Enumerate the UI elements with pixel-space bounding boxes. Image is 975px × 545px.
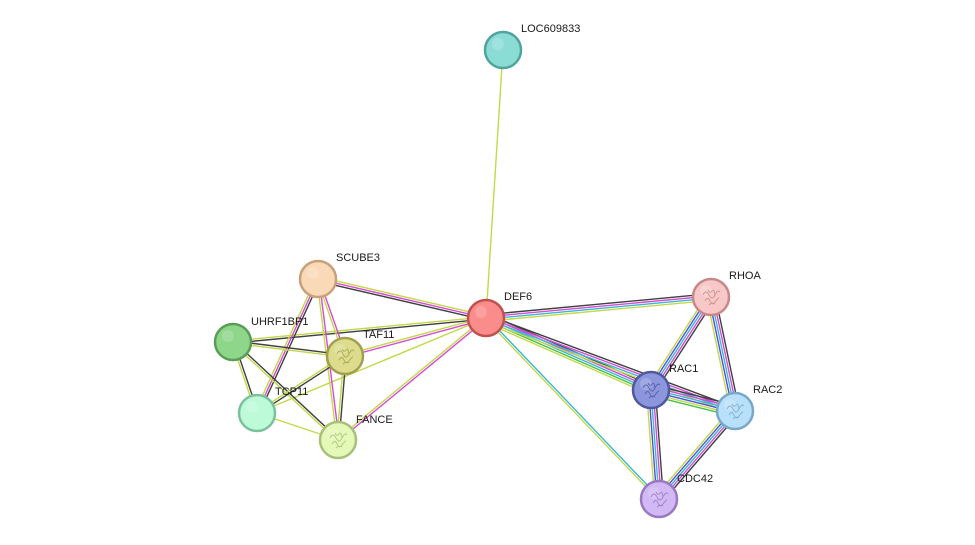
node-rac2[interactable] <box>715 391 755 431</box>
edge-def6-rhoa[interactable] <box>484 293 713 322</box>
edge-line-textmining <box>336 316 487 440</box>
node-highlight <box>700 285 712 297</box>
node-label-tcp11: TCP11 <box>275 386 308 398</box>
node-loc609833[interactable] <box>483 30 523 70</box>
edge-uhrf1bp1-fance[interactable] <box>231 340 340 442</box>
node-def6[interactable] <box>466 298 506 338</box>
node-uhrf1bp1[interactable] <box>213 322 253 362</box>
node-label-fance: FANCE <box>356 414 393 426</box>
edge-line-coexpression <box>714 295 741 411</box>
node-scube3[interactable] <box>298 259 338 299</box>
edge-line-textmining <box>654 407 733 497</box>
edge-def6-tcp11[interactable] <box>256 317 487 414</box>
node-cdc42[interactable] <box>639 479 679 519</box>
edge-line-experiments <box>712 295 738 412</box>
edge-line-experiments <box>256 278 319 414</box>
edge-def6-fance[interactable] <box>336 316 488 442</box>
node-highlight <box>307 267 319 279</box>
edge-line-homology <box>656 408 735 499</box>
nodes-layer <box>213 30 755 519</box>
node-label-loc609833: LOC609833 <box>521 23 580 35</box>
node-circle[interactable] <box>466 298 506 338</box>
edge-line-coexpression <box>258 279 321 415</box>
edge-line-experiments <box>337 318 488 442</box>
edge-line-coexpression <box>486 314 737 409</box>
node-label-scube3: SCUBE3 <box>336 252 380 264</box>
node-label-def6: DEF6 <box>504 291 532 303</box>
node-circle[interactable] <box>631 370 671 410</box>
node-circle[interactable] <box>237 393 277 433</box>
node-highlight <box>475 306 487 318</box>
node-fance[interactable] <box>318 420 358 460</box>
edge-line-databases <box>710 296 736 412</box>
labels-layer: DEF6 LOC609833SCUBE3UHRF1BP1TAF11TCP11FAN… <box>251 23 782 485</box>
node-highlight <box>327 428 339 440</box>
edge-line-coexpression <box>232 318 487 344</box>
node-label-cdc42: CDC42 <box>677 473 713 485</box>
node-circle[interactable] <box>715 391 755 431</box>
edge-line-databases <box>658 410 736 500</box>
edge-line-coexpression <box>661 413 740 503</box>
node-highlight <box>334 344 346 356</box>
node-highlight <box>648 487 660 499</box>
edge-def6-cdc42[interactable] <box>484 316 661 501</box>
node-label-uhrf1bp1: UHRF1BP1 <box>251 316 308 328</box>
node-highlight <box>724 399 736 411</box>
edge-line-coexpression <box>316 280 487 321</box>
node-highlight <box>222 330 234 342</box>
edge-line-textmining <box>256 317 487 414</box>
edge-line-textmining <box>344 316 487 356</box>
edge-line-experiments <box>659 411 738 502</box>
node-rac1[interactable] <box>631 370 671 410</box>
edge-rac2-cdc42[interactable] <box>654 407 740 503</box>
edge-scube3-tcp11[interactable] <box>254 277 321 415</box>
edge-def6-scube3[interactable] <box>316 276 488 321</box>
node-circle[interactable] <box>213 322 253 362</box>
node-taf11[interactable] <box>325 336 365 376</box>
edge-line-textmining <box>485 299 713 322</box>
edge-def6-loc609833[interactable] <box>485 49 504 319</box>
edge-line-homology <box>708 296 734 413</box>
edge-line-textmining <box>232 316 487 342</box>
node-tcp11[interactable] <box>237 393 277 433</box>
node-label-rac1: RAC1 <box>669 363 698 375</box>
node-circle[interactable] <box>298 259 338 299</box>
node-circle[interactable] <box>691 277 731 317</box>
node-circle[interactable] <box>318 420 358 460</box>
node-highlight <box>640 378 652 390</box>
node-highlight <box>492 38 504 50</box>
edge-line-experiments <box>485 295 712 318</box>
node-label-taf11: TAF11 <box>363 329 394 341</box>
edge-line-coexpression <box>484 293 712 316</box>
edge-rhoa-rac2[interactable] <box>705 295 741 413</box>
edge-line-databases <box>485 297 712 320</box>
node-rhoa[interactable] <box>691 277 731 317</box>
node-circle[interactable] <box>639 479 679 519</box>
node-label-rhoa: RHOA <box>729 270 761 282</box>
edge-def6-taf11[interactable] <box>344 316 487 358</box>
node-circle[interactable] <box>325 336 365 376</box>
edge-line-textmining <box>317 276 488 317</box>
edge-line-textmining <box>483 321 650 395</box>
edge-line-experiments <box>344 318 487 358</box>
edge-line-textmining <box>705 297 732 413</box>
edge-line-textmining <box>231 342 338 442</box>
edge-line-textmining <box>254 277 317 413</box>
node-highlight <box>246 401 258 413</box>
edge-line-experiments <box>317 278 487 319</box>
edge-line-coexpression <box>233 340 340 440</box>
node-label-rac2: RAC2 <box>753 384 782 396</box>
edge-def6-uhrf1bp1[interactable] <box>232 316 487 344</box>
edge-line-textmining <box>484 318 659 501</box>
edge-def6-rac2[interactable] <box>484 314 737 415</box>
edge-line-textmining <box>485 49 504 319</box>
node-circle[interactable] <box>483 30 523 70</box>
edge-line-databases <box>486 316 661 499</box>
